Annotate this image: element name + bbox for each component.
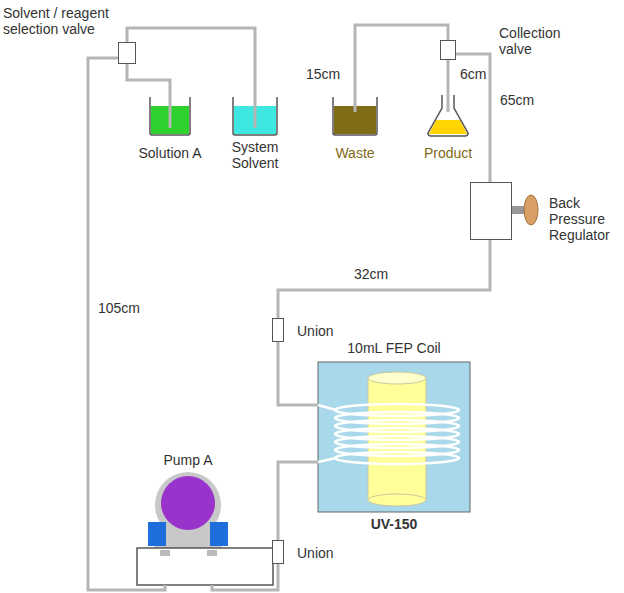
uv-reactor <box>318 362 470 512</box>
tube <box>88 58 165 590</box>
regulator-knob <box>512 195 538 225</box>
component-label: Product <box>424 145 472 161</box>
component-label: Solution A <box>138 145 201 161</box>
selection-valve: Solvent / reagent selection valve <box>118 42 136 64</box>
reservoir-bottle: Solution A <box>150 95 190 135</box>
product-flask: Product <box>428 95 468 137</box>
pump: Pump A <box>135 452 275 585</box>
tube <box>278 342 318 405</box>
reservoir-bottle: System Solvent <box>233 95 277 135</box>
component-label: Union <box>297 545 334 561</box>
component-label: Back Pressure Regulator <box>549 195 621 243</box>
tube <box>447 60 450 95</box>
component-label: Solvent / reagent selection valve <box>3 5 115 37</box>
tube-length: 32cm <box>352 266 390 282</box>
pump-head <box>137 472 273 585</box>
waste-bottle: Waste <box>333 95 377 135</box>
tube-length: 65cm <box>498 92 536 108</box>
coil-winding <box>335 452 459 464</box>
tube <box>212 564 278 590</box>
tube-length: 105cm <box>96 300 142 316</box>
component-label: Union <box>297 323 334 339</box>
collection-valve: Collection valve <box>440 40 456 60</box>
tube <box>355 25 448 95</box>
union-fitting: Union <box>272 318 284 342</box>
component-label: Collection valve <box>499 25 571 57</box>
tube <box>278 240 490 318</box>
system-solvent-bottle <box>233 95 277 135</box>
solution-a-bottle <box>150 95 190 135</box>
tube <box>127 64 170 95</box>
component-label: Pump A <box>163 452 212 468</box>
union-fitting: Union <box>272 540 284 564</box>
tube <box>456 54 490 182</box>
waste-bottle <box>333 95 377 135</box>
component-label: System Solvent <box>224 139 286 171</box>
component-label: Waste <box>335 145 374 161</box>
tube <box>278 462 318 540</box>
device-label: UV-150 <box>371 516 418 532</box>
tube <box>127 28 255 95</box>
photoreactor: 10mL FEP CoilUV-150 <box>318 362 470 512</box>
back-pressure-regulator: Back Pressure Regulator <box>470 182 512 240</box>
product-flask <box>428 95 468 136</box>
tube-length: 6cm <box>458 66 488 82</box>
component-label: 10mL FEP Coil <box>347 340 440 356</box>
tube-length: 15cm <box>304 66 342 82</box>
